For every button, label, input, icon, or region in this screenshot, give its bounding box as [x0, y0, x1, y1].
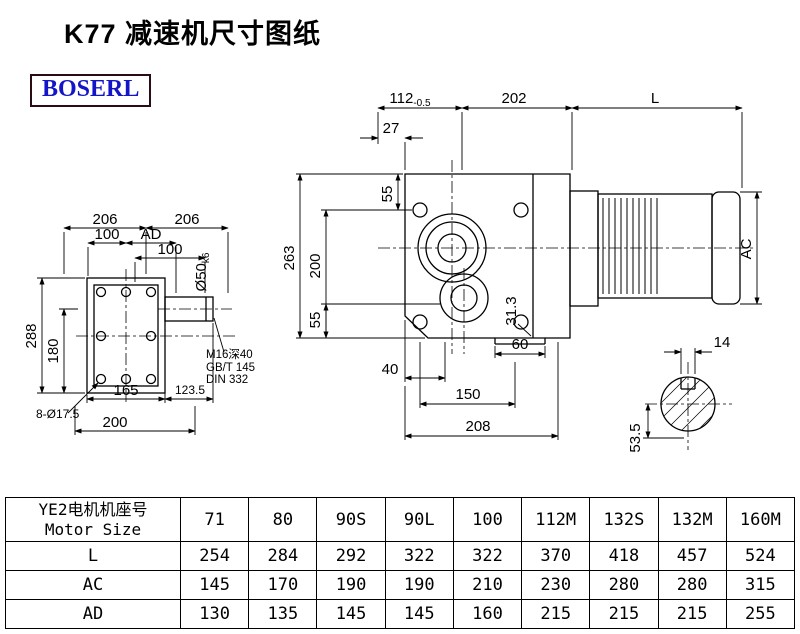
dim-208: 208 — [465, 418, 490, 435]
frame-size-80: 80 — [248, 497, 318, 542]
table-row-AC: AC 145 170 190 190 210 230 280 280 315 — [5, 570, 796, 600]
frame-size-132s: 132S — [589, 497, 659, 542]
side-view-dimension-lines — [296, 105, 762, 440]
dim-60: 60 — [512, 336, 529, 353]
cell-AD-2: 145 — [316, 599, 386, 629]
dim-206-left: 206 — [92, 211, 117, 228]
cell-L-2: 292 — [316, 541, 386, 571]
shaft-diameter-fit: k6 — [201, 252, 212, 263]
dim-100-top: 100 — [94, 226, 119, 243]
dim-288: 288 — [23, 323, 40, 348]
dim-200-side: 200 — [307, 253, 324, 278]
frame-size-112m: 112M — [521, 497, 591, 542]
side-view-dimension-labels: 112-0.5 202 L 27 55 263 200 55 31.3 40 6… — [281, 90, 755, 435]
front-view-centerlines — [76, 269, 238, 402]
dim-31-3: 31.3 — [503, 296, 520, 325]
frame-size-90s: 90S — [316, 497, 386, 542]
row-label-AC: AC — [5, 570, 181, 600]
dim-200-front: 200 — [102, 414, 127, 431]
cell-AD-4: 160 — [452, 599, 523, 629]
cell-AC-6: 280 — [589, 570, 659, 600]
cell-AC-3: 190 — [384, 570, 454, 600]
cell-L-1: 284 — [248, 541, 318, 571]
cell-L-4: 322 — [452, 541, 523, 571]
tap-note-line2: GB/T 145 — [206, 362, 255, 374]
dim-202: 202 — [501, 90, 526, 107]
cell-L-7: 457 — [657, 541, 727, 571]
dim-40: 40 — [382, 361, 399, 378]
side-view-centerlines — [378, 160, 755, 354]
cell-AC-7: 280 — [657, 570, 727, 600]
cell-AD-5: 215 — [521, 599, 591, 629]
shaft-end-dimension-labels: 14 53.5 — [627, 334, 730, 453]
frame-size-90l: 90L — [384, 497, 454, 542]
dim-150: 150 — [455, 386, 480, 403]
front-view-dimension-lines — [37, 225, 229, 435]
cell-AC-1: 170 — [248, 570, 318, 600]
tap-note-line1: M16深40 — [206, 347, 253, 361]
dim-shaft-diameter: Ø50k6 — [193, 252, 212, 291]
shaft-diameter-value: Ø50 — [193, 263, 210, 291]
frame-size-100: 100 — [452, 497, 523, 542]
brand-logo: BOSERL — [30, 74, 152, 107]
dim-53-5: 53.5 — [627, 423, 644, 452]
motor-size-header-cn: YE2电机机座号 — [38, 499, 148, 519]
dim-180: 180 — [45, 338, 62, 363]
cell-AD-1: 135 — [248, 599, 318, 629]
cell-L-6: 418 — [589, 541, 659, 571]
tap-note-line3: DIN 332 — [206, 374, 248, 386]
motor-size-header-cell: YE2电机机座号 Motor Size — [5, 497, 181, 542]
dim-112-value: 112 — [389, 90, 413, 107]
shaft-end-view-geometry — [660, 376, 716, 432]
dim-AC: AC — [738, 238, 755, 259]
dim-27: 27 — [383, 120, 400, 137]
frame-size-160m: 160M — [725, 497, 796, 542]
dim-55-bottom: 55 — [307, 312, 324, 329]
cell-L-3: 322 — [384, 541, 454, 571]
row-label-AD: AD — [5, 599, 181, 629]
dim-100-mid: 100 — [157, 241, 182, 258]
dim-112-tolerance: -0.5 — [413, 98, 431, 109]
technical-drawing: 112-0.5 202 L 27 55 263 200 55 31.3 40 6… — [23, 90, 762, 453]
cell-AD-6: 215 — [589, 599, 659, 629]
table-header-row: YE2电机机座号 Motor Size 71 80 90S 90L 100 11… — [5, 497, 796, 542]
side-view-geometry — [404, 173, 741, 345]
cell-AD-0: 130 — [179, 599, 250, 629]
cell-AC-5: 230 — [521, 570, 591, 600]
cell-L-5: 370 — [521, 541, 591, 571]
cell-L-8: 524 — [725, 541, 796, 571]
cell-AD-8: 255 — [725, 599, 796, 629]
dim-55-top: 55 — [379, 186, 396, 203]
motor-fins — [602, 198, 658, 294]
motor-size-table: YE2电机机座号 Motor Size 71 80 90S 90L 100 11… — [5, 497, 796, 629]
cell-AC-8: 315 — [725, 570, 796, 600]
table-row-L: L 254 284 292 322 322 370 418 457 524 — [5, 541, 796, 571]
front-view-geometry — [86, 277, 214, 394]
cell-AC-0: 145 — [179, 570, 250, 600]
cell-AD-3: 145 — [384, 599, 454, 629]
shaft-end-centerlines — [645, 362, 732, 450]
cell-L-0: 254 — [179, 541, 250, 571]
dim-206-right: 206 — [174, 211, 199, 228]
cell-AD-7: 215 — [657, 599, 727, 629]
dim-bolt-holes: 8-Ø17.5 — [36, 407, 80, 421]
front-view-dimension-labels: 206 206 100 AD 100 Ø50k6 288 180 165 123… — [23, 211, 255, 431]
dim-165: 165 — [113, 382, 138, 399]
cell-AC-2: 190 — [316, 570, 386, 600]
dim-AD: AD — [141, 226, 162, 243]
page-title: K77 减速机尺寸图纸 — [64, 19, 322, 49]
shaft-end-dimension-lines — [643, 348, 712, 439]
table-row-AD: AD 130 135 145 145 160 215 215 215 255 — [5, 599, 796, 629]
row-label-L: L — [5, 541, 181, 571]
dim-L: L — [651, 90, 659, 107]
dim-263: 263 — [281, 245, 298, 270]
frame-size-132m: 132M — [657, 497, 727, 542]
dim-112: 112-0.5 — [389, 90, 431, 109]
dim-14: 14 — [714, 334, 731, 351]
dim-123-5: 123.5 — [175, 383, 205, 397]
motor-size-header-en: Motor Size — [44, 519, 142, 539]
frame-size-71: 71 — [179, 497, 250, 542]
cell-AC-4: 210 — [452, 570, 523, 600]
